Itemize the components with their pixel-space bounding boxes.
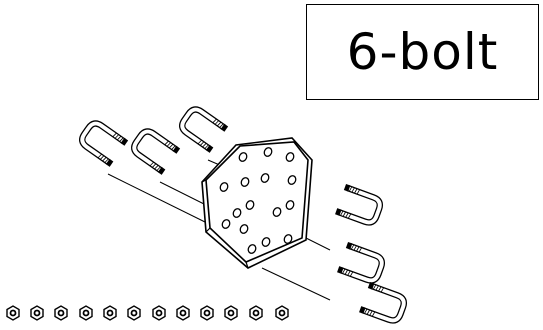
nut (176, 305, 190, 321)
nut (249, 305, 263, 321)
nut (6, 305, 20, 321)
u-bolt (335, 184, 383, 228)
nut (200, 305, 214, 321)
nut (79, 305, 93, 321)
nut (224, 305, 238, 321)
u-bolt (77, 118, 128, 167)
nut (103, 305, 117, 321)
nuts-row (6, 305, 289, 321)
nut (30, 305, 44, 321)
figure-label-text: 6-bolt (346, 23, 499, 81)
nut (54, 305, 68, 321)
nut (127, 305, 141, 321)
u-bolt (129, 126, 180, 175)
mounting-plate (201, 137, 313, 269)
figure-label: 6-bolt (306, 4, 539, 100)
nut (275, 305, 289, 321)
u-bolt (359, 282, 407, 326)
u-bolt (177, 104, 228, 153)
assembly-guide-lines (107, 159, 331, 301)
nut (152, 305, 166, 321)
u-bolt (337, 242, 385, 286)
